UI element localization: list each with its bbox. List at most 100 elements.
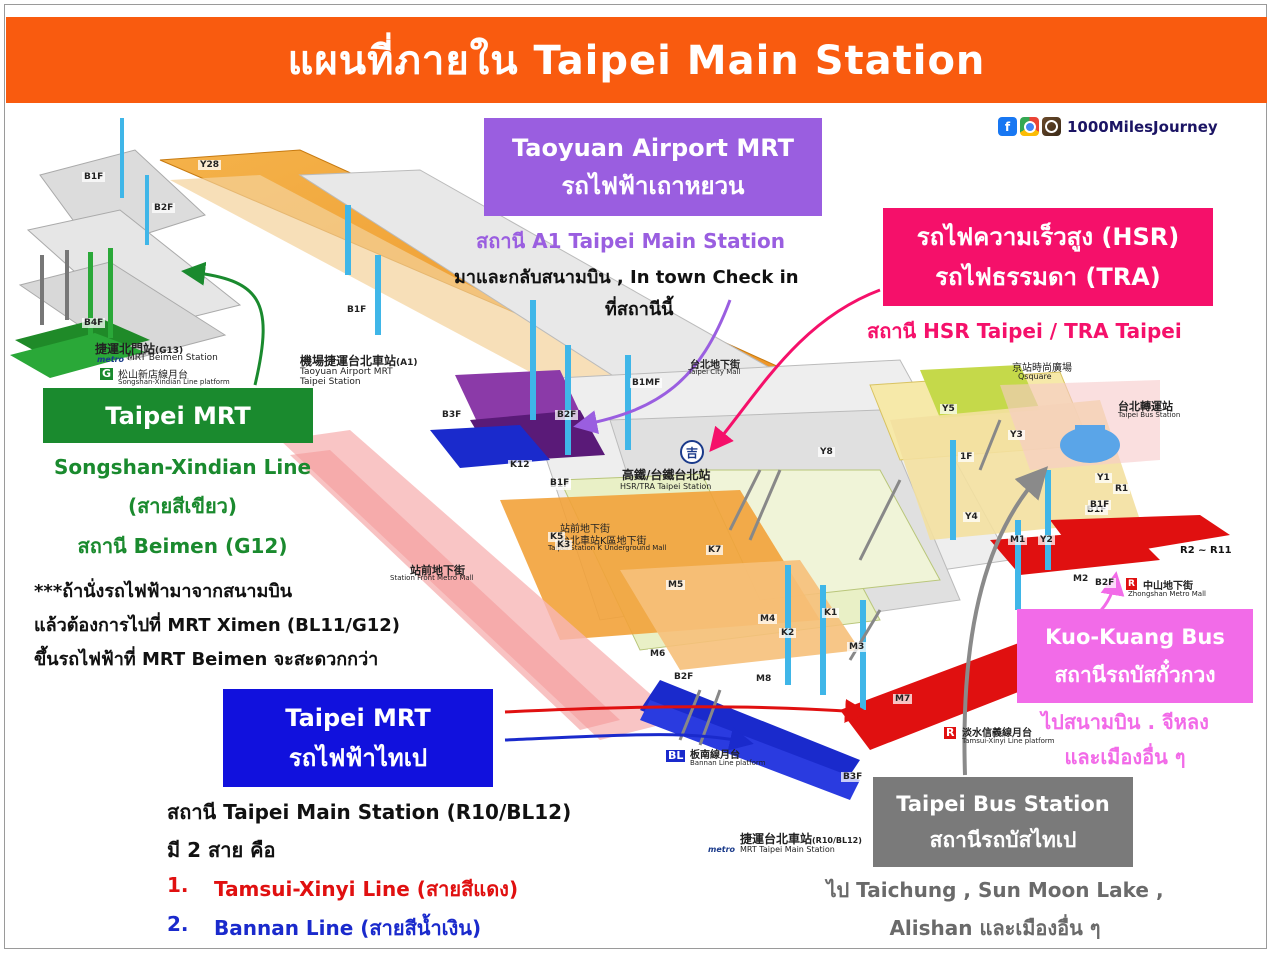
floor-label: M2 bbox=[1071, 574, 1091, 584]
tamsui-en-label: Tamsui-Xinyi Line platform bbox=[962, 737, 1055, 745]
floor-label: K3 bbox=[555, 540, 573, 550]
floor-label: B1F bbox=[82, 172, 106, 182]
blue-mrt-label-th: รถไฟฟ้าไทเป bbox=[288, 744, 428, 772]
kuokuang-label-th: สถานีรถบัสกั๋วกวง bbox=[1054, 663, 1216, 687]
elevator-shafts bbox=[345, 205, 1051, 710]
floor-label: B1F bbox=[1085, 505, 1109, 515]
airport-mrt-box: Taoyuan Airport MRT รถไฟฟ้าเถาหยวน bbox=[484, 118, 822, 216]
bus-station-box: Taipei Bus Station สถานีรถบัสไทเป bbox=[873, 777, 1133, 867]
citymall-zh-label: 台北地下街 bbox=[690, 360, 740, 371]
a1-en-label: Taoyuan Airport MRT bbox=[300, 367, 393, 377]
tra-label: รถไฟธรรมดา (TRA) bbox=[935, 263, 1161, 291]
bannan-zh-label: 板南線月台 bbox=[690, 750, 740, 761]
green-tip-2: แล้วต้องการไปที่ MRT Ximen (BL11/G12) bbox=[34, 615, 401, 636]
airport-note-1: มาและกลับสนามบิน , In town Check in bbox=[454, 267, 799, 288]
floor-label: M7 bbox=[893, 694, 913, 704]
instagram-icon bbox=[1042, 117, 1061, 136]
bus-station-label-en: Taipei Bus Station bbox=[896, 792, 1110, 816]
beimen-building bbox=[10, 118, 242, 378]
floor-label: Y2 bbox=[1038, 535, 1055, 545]
green-line-name: Songshan-Xindian Line bbox=[53, 455, 312, 479]
kmall-zh-label: 站前地下街 bbox=[560, 524, 610, 535]
airport-arrow bbox=[573, 299, 732, 434]
bannan-en-label: Bannan Line platform bbox=[690, 759, 766, 767]
floor-label: K12 bbox=[508, 460, 532, 470]
blue-mrt-station: สถานี Taipei Main Station (R10/BL12) bbox=[167, 800, 572, 824]
floor-label: Y28 bbox=[198, 160, 222, 170]
bus-station-label-th: สถานีรถบัสไทเป bbox=[929, 828, 1077, 852]
beimen-zh-label: 捷運北門站(G13) bbox=[95, 342, 184, 356]
floor-label: R1 bbox=[1113, 484, 1131, 494]
floor-label: Y4 bbox=[963, 512, 980, 522]
green-tip-3: ขึ้นรถไฟฟ้าที่ MRT Beimen จะสะดวกกว่า bbox=[34, 649, 379, 670]
green-tip-1: ***ถ้านั่งรถไฟฟ้ามาจากสนามบิน bbox=[34, 581, 293, 602]
airport-note-2: ที่สถานีนี้ bbox=[605, 299, 674, 320]
green-station: สถานี Beimen (G12) bbox=[77, 534, 288, 558]
floor-label: K2 bbox=[779, 628, 797, 638]
brand-name: 1000MilesJourney bbox=[1067, 117, 1218, 136]
floor-label: M6 bbox=[648, 649, 668, 659]
hsr-station-text: สถานี HSR Taipei / TRA Taipei bbox=[867, 319, 1182, 343]
songshan-zh-label: 松山新店線月台 bbox=[118, 370, 188, 381]
bannan-platform bbox=[640, 680, 860, 800]
floor-label: B2F bbox=[152, 203, 176, 213]
svg-text:吉: 吉 bbox=[686, 445, 698, 460]
kuokuang-dest-2: และเมืองอื่น ๆ bbox=[1064, 745, 1186, 769]
floor-label: Y3 bbox=[1008, 430, 1025, 440]
hsr-zh-label: 高鐵/台鐵台北站 bbox=[622, 468, 711, 482]
beimen-arrow bbox=[181, 261, 265, 386]
green-mrt-box: Taipei MRT bbox=[43, 388, 313, 443]
floor-label: B2F bbox=[1093, 578, 1117, 588]
line2-name: Bannan Line (สายสีน้ำเงิน) bbox=[214, 916, 482, 940]
floor-label: M4 bbox=[758, 614, 778, 624]
floor-label: B3F bbox=[841, 772, 865, 782]
airport-mrt-label-th: รถไฟฟ้าเถาหยวน bbox=[561, 172, 745, 200]
page-title: แผนที่ภายใน Taipei Main Station bbox=[287, 38, 986, 84]
kuokuang-box: Kuo-Kuang Bus สถานีรถบัสกั๋วกวง bbox=[1017, 609, 1253, 703]
green-line-th: (สายสีเขียว) bbox=[127, 494, 238, 518]
bus-station-arrow bbox=[962, 466, 1049, 776]
kuokuang-label-en: Kuo-Kuang Bus bbox=[1045, 625, 1225, 649]
image-frame bbox=[4, 4, 1267, 949]
kmall-zh2-label: 台北車站K區地下街 bbox=[560, 536, 647, 547]
floor-label: M5 bbox=[666, 580, 686, 590]
floor-label: Y8 bbox=[818, 447, 835, 457]
metro-logo: metro bbox=[97, 355, 125, 364]
a1-en2-label: Taipei Station bbox=[300, 377, 361, 387]
a1-zh-label: 機場捷運台北車站(A1) bbox=[300, 354, 418, 368]
airport-station-text: สถานี A1 Taipei Main Station bbox=[476, 229, 785, 253]
floor-label: B1F bbox=[345, 305, 369, 315]
bus-station-building bbox=[1000, 380, 1160, 470]
floor-label: B2F bbox=[672, 672, 696, 682]
bl-line-badge: BL bbox=[666, 749, 686, 762]
zhongshan-zh-label: 中山地下街 bbox=[1143, 581, 1193, 592]
floor-label: B1F bbox=[1088, 500, 1112, 510]
hsr-arrow bbox=[709, 288, 881, 452]
beimen-en-label: MRT Beimen Station bbox=[127, 353, 218, 363]
facebook-icon: f bbox=[998, 117, 1017, 136]
tra-logo-icon bbox=[680, 440, 704, 464]
kmall-en-label: Taipei Station K Underground Mall bbox=[548, 544, 667, 552]
line2-number: 2. bbox=[167, 912, 189, 936]
floor-label: Y1 bbox=[1095, 473, 1112, 483]
busstn-en-label: Taipei Bus Station bbox=[1118, 411, 1181, 419]
r10-zh-label: 捷運台北車站(R10/BL12) bbox=[740, 832, 862, 846]
frontmall-en-label: Station Front Metro Mall bbox=[390, 574, 474, 582]
hsr-en-label: HSR/TRA Taipei Station bbox=[620, 482, 712, 491]
hsr-label: รถไฟความเร็วสูง (HSR) bbox=[916, 223, 1180, 251]
qsquare-zh-label: 京站時尚廣場 bbox=[1012, 363, 1072, 374]
chrome-icon bbox=[1020, 117, 1039, 136]
escalators bbox=[678, 419, 1002, 746]
blue-line-arrow bbox=[504, 727, 754, 751]
bus-station-dest-2: Alishan และเมืองอื่น ๆ bbox=[889, 916, 1101, 940]
kuokuang-dest-1: ไปสนามบิน . จีหลง bbox=[1041, 710, 1209, 734]
qsquare-en-label: Qsquare bbox=[1018, 372, 1052, 381]
airport-mrt-label-en: Taoyuan Airport MRT bbox=[512, 134, 794, 162]
floor-label: 1F bbox=[958, 452, 975, 462]
floor-label: K7 bbox=[706, 545, 724, 555]
busstn-zh-label: 台北轉運站 bbox=[1118, 400, 1173, 413]
hsr-tra-box: รถไฟความเร็วสูง (HSR) รถไฟธรรมดา (TRA) bbox=[883, 208, 1213, 306]
bus-station-dest-1: ไป Taichung , Sun Moon Lake , bbox=[826, 878, 1164, 902]
line1-name: Tamsui-Xinyi Line (สายสีแดง) bbox=[214, 877, 519, 901]
airport-mrt-platform bbox=[430, 370, 605, 468]
